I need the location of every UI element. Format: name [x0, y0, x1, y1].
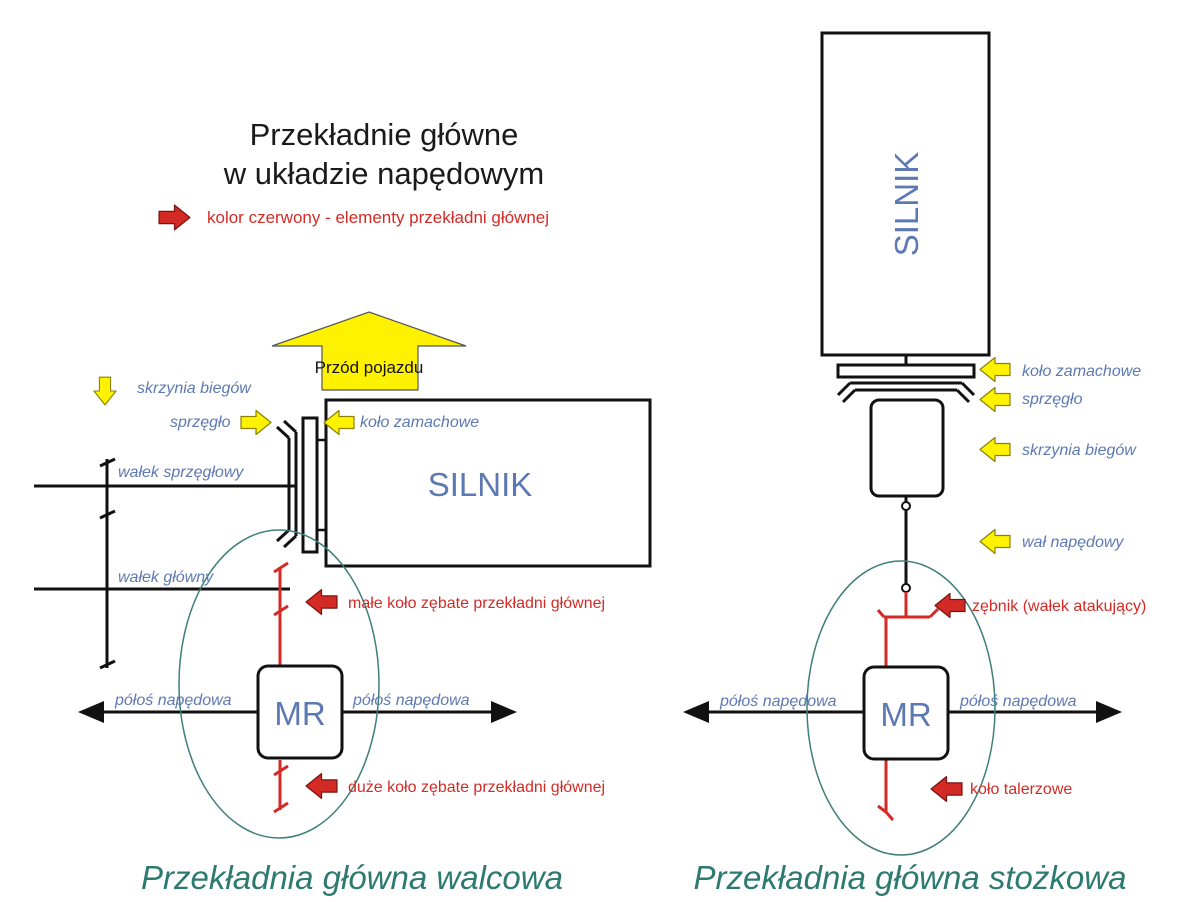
left-label-clutch: sprzęgło [170, 414, 231, 431]
left-clutch [275, 419, 298, 549]
right-label-drive-shaft: wał napędowy [1022, 534, 1124, 551]
right-caption: Przekładnia główna stożkowa [694, 859, 1127, 896]
small-gear-pointer-icon [305, 589, 338, 615]
clutch-pointer-icon [240, 409, 272, 436]
title-line-1: Przekładnie główne [250, 117, 519, 152]
right-label-flywheel: koło zamachowe [1022, 363, 1141, 380]
right-clutch [836, 381, 976, 404]
left-axle-arrow-right-icon [491, 701, 517, 723]
left-flywheel [301, 416, 319, 554]
left-label-halfshaft-right: półoś napędowa [352, 692, 470, 709]
right-gearbox-box [869, 398, 945, 498]
right-label-halfshaft-right: półoś napędowa [959, 693, 1077, 710]
front-of-vehicle-arrow [271, 311, 467, 391]
right-engine-label: SILNIK [888, 152, 925, 257]
left-differential-box [256, 664, 344, 760]
front-arrow-label: Przód pojazdu [315, 358, 424, 377]
left-label-flywheel: koło zamachowe [360, 414, 479, 431]
right-axle-arrow-left-icon [683, 701, 709, 723]
left-engine-label: SILNIK [428, 466, 533, 503]
left-caption: Przekładnia główna walcowa [141, 859, 563, 896]
left-diagram: Przód pojazdu SILNIK [34, 311, 652, 896]
right-flywheel-pointer-icon [979, 356, 1011, 383]
left-label-big-gear: duże koło zębate przekładni głównej [348, 779, 605, 796]
left-label-main-shaft: wałek główny [118, 569, 214, 586]
left-label-small-gear: małe koło zębate przekładni głównej [348, 595, 605, 612]
right-label-crown-wheel: koło talerzowe [970, 781, 1072, 798]
left-main-gear [273, 561, 289, 814]
legend-red-arrow-icon [158, 204, 191, 231]
right-diagram: SILNIK [683, 31, 1146, 896]
right-flywheel [836, 363, 976, 379]
left-gearbox-schematic [99, 457, 116, 670]
right-label-gearbox: skrzynia biegów [1022, 442, 1137, 459]
left-final-drive-ellipse [178, 529, 380, 839]
legend-text: kolor czerwony - elementy przekładni głó… [207, 208, 549, 227]
title-line-2: w układzie napędowym [223, 156, 545, 191]
right-drive-shaft-pointer-icon [979, 528, 1011, 555]
left-axle-arrow-left-icon [78, 701, 104, 723]
right-differential-box [862, 665, 950, 761]
crown-wheel-pointer-icon [930, 776, 963, 802]
right-bevel-gear [876, 592, 940, 821]
pinion-pointer-icon [934, 592, 966, 619]
left-engine-box [324, 398, 652, 568]
big-gear-pointer-icon [305, 773, 338, 799]
right-axle-arrow-right-icon [1096, 701, 1122, 723]
right-label-halfshaft-left: półoś napędowa [719, 693, 837, 710]
right-clutch-pointer-icon [979, 386, 1011, 413]
right-label-clutch: sprzęgło [1022, 391, 1083, 408]
right-gearbox-pointer-icon [979, 436, 1011, 463]
left-differential-label: MR [274, 695, 325, 732]
left-label-clutch-shaft: wałek sprzęgłowy [118, 464, 244, 481]
gearbox-pointer-icon [93, 376, 117, 406]
right-differential-label: MR [880, 696, 931, 733]
left-label-gearbox: skrzynia biegów [137, 380, 252, 397]
right-final-drive-ellipse [806, 560, 996, 856]
right-label-pinion: zębnik (wałek atakujący) [972, 598, 1146, 615]
left-label-halfshaft-left: półoś napędowa [114, 692, 232, 709]
title-block: Przekładnie główne w układzie napędowym [223, 117, 545, 191]
right-engine-box [820, 31, 991, 357]
